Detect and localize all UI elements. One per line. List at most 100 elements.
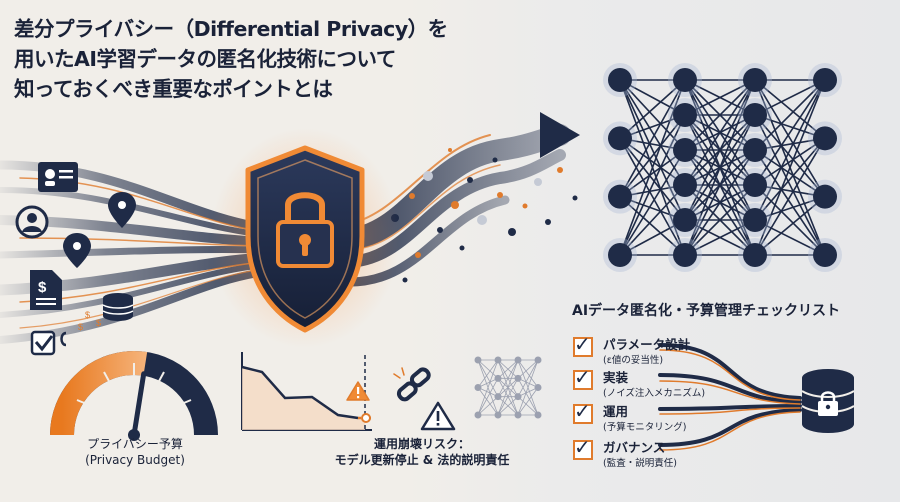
network-edge — [754, 114, 826, 140]
network-node — [743, 68, 767, 92]
network-edge — [497, 378, 519, 416]
network-node — [514, 411, 522, 419]
network-node — [743, 243, 767, 267]
network-edge — [684, 184, 756, 256]
network-node — [743, 173, 767, 197]
network-edge — [497, 359, 519, 379]
network-edge — [517, 359, 539, 397]
network-node — [673, 173, 697, 197]
network-edge — [477, 359, 499, 379]
network-edge — [619, 137, 686, 256]
network-node — [474, 356, 482, 364]
network-node — [813, 243, 837, 267]
network-edge — [477, 359, 499, 416]
network-edge — [619, 149, 686, 256]
document-dollar-icon: $ — [30, 270, 62, 310]
network-node — [673, 103, 697, 127]
network-edge — [684, 219, 756, 256]
network-edge — [497, 359, 519, 416]
network-node — [608, 126, 632, 151]
network-edge — [477, 387, 499, 398]
network-edge — [754, 137, 826, 186]
check-icon: ✓ — [574, 399, 591, 423]
network-edge — [619, 114, 686, 198]
network-edge — [754, 79, 826, 116]
network-edge — [517, 359, 539, 379]
checklist-item-sub: (監査・説明責任) — [603, 458, 677, 469]
network-edge — [754, 79, 826, 221]
network-edge — [477, 359, 499, 388]
checklist-item-sub: (ノイズ注入メカニズム) — [603, 388, 706, 399]
network-node — [534, 384, 542, 391]
checkbox-checked: ✓ — [573, 435, 593, 460]
network-edge — [619, 219, 686, 256]
checklist-title: AIデータ匿名化・予算管理チェックリスト — [572, 303, 841, 319]
network-node — [743, 103, 767, 127]
network-edge — [517, 378, 539, 416]
network-edge — [517, 377, 539, 388]
network-edge — [477, 377, 499, 388]
checkbox-checked: ✓ — [573, 399, 593, 424]
privacy-budget-gauge — [50, 351, 218, 441]
collapse-risk-line-1: 運用崩壊リスク： — [373, 437, 470, 451]
network-node — [813, 68, 837, 92]
checklist-icon — [30, 330, 67, 356]
checklist-item-sub: (ε値の妥当性) — [603, 355, 664, 366]
broken-chain-icon — [393, 367, 431, 402]
network-edge — [684, 79, 756, 186]
checklist-item-main: ガバナンス — [603, 440, 666, 455]
network-edge — [477, 359, 499, 397]
network-edge — [619, 149, 686, 198]
network-edge — [684, 79, 756, 116]
warning-icon-2 — [420, 401, 456, 431]
network-edge — [754, 79, 826, 198]
checklist-item-sub: (予算モニタリング) — [603, 422, 687, 433]
network-node — [494, 393, 502, 401]
network-edge — [619, 137, 686, 221]
network-node — [673, 208, 697, 232]
title-line-3: 知っておくべき重要なポイントとは — [14, 77, 333, 101]
network-edge — [477, 387, 499, 416]
network-edge — [477, 378, 499, 416]
faded-network-icon — [474, 356, 542, 419]
network-edge — [619, 137, 686, 186]
network-node — [608, 184, 632, 209]
dollar-marks: $ $ $ — [78, 310, 101, 332]
page-title: 差分プライバシー（Differential Privacy）を 用いたAI学習デ… — [14, 14, 454, 104]
network-edge — [517, 387, 539, 416]
collapse-risk-line-2: モデル更新停止 & 法的説明責任 — [334, 453, 510, 467]
check-icon: ✓ — [574, 365, 591, 389]
database-icon — [102, 293, 134, 321]
network-node — [813, 184, 837, 209]
network-node — [474, 411, 482, 419]
network-node — [743, 138, 767, 162]
network-edge — [517, 359, 539, 388]
checklist-item-main: 実装 — [603, 370, 629, 385]
network-edge — [497, 396, 519, 416]
network-edge — [684, 79, 756, 221]
network-node — [673, 243, 697, 267]
privacy-budget-label-en: (Privacy Budget) — [85, 453, 185, 467]
check-icon: ✓ — [574, 332, 591, 356]
network-node — [494, 356, 502, 364]
location-pin-icon-2 — [63, 233, 91, 268]
title-line-2: 用いたAI学習データの匿名化技術について — [14, 47, 396, 71]
network-edge — [754, 137, 826, 256]
network-edge — [517, 359, 539, 416]
network-edge — [497, 359, 519, 397]
network-node — [813, 126, 837, 151]
svg-text:$: $ — [38, 279, 47, 296]
network-edge — [684, 79, 756, 256]
check-icon: ✓ — [574, 435, 591, 459]
network-edge — [619, 79, 686, 256]
checkbox-checked: ✓ — [573, 365, 593, 390]
checkbox-checked: ✓ — [573, 332, 593, 357]
network-edge — [684, 114, 756, 256]
warning-icon — [346, 381, 370, 401]
network-node — [534, 411, 542, 419]
network-node — [474, 384, 482, 391]
network-edge — [754, 114, 826, 198]
network-node — [494, 411, 502, 419]
database-lock-icon — [801, 369, 855, 433]
